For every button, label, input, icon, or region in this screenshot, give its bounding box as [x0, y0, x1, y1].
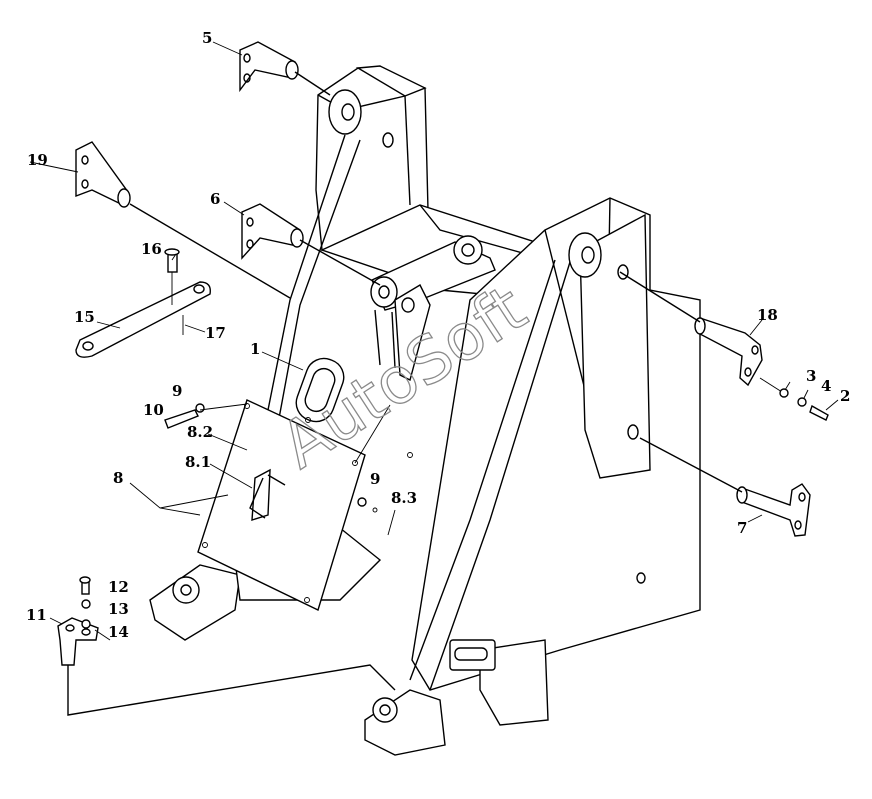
pin-19: [75, 141, 291, 299]
callout-8: 8: [113, 469, 123, 487]
pin-18: [619, 271, 829, 421]
callout-6: 6: [210, 190, 220, 208]
callout-18: 18: [757, 306, 778, 324]
callout-8-3: 8.3: [391, 489, 417, 507]
callout-17: 17: [205, 324, 226, 342]
callout-13: 13: [108, 600, 129, 618]
callout-10: 10: [143, 401, 164, 419]
callout-2: 2: [840, 387, 850, 405]
grommet: [295, 357, 345, 423]
right-base-foot: [364, 689, 446, 756]
pin-11: [57, 576, 396, 716]
left-tower: [261, 65, 429, 441]
callout-12: 12: [108, 578, 129, 596]
leader-lines: [29, 41, 839, 641]
callout-15: 15: [74, 308, 95, 326]
callout-8-1: 8.1: [185, 453, 211, 471]
callout-5: 5: [202, 29, 212, 47]
callout-9-right: 9: [370, 470, 380, 488]
callout-14: 14: [108, 623, 129, 641]
callout-7: 7: [737, 519, 747, 537]
callout-11: 11: [26, 606, 47, 624]
callout-9-left: 9: [172, 382, 182, 400]
callout-8-2: 8.2: [187, 423, 213, 441]
lock-bar: [75, 248, 211, 358]
callout-labels: 5 19 6 16 15 17 1 9 10 8.2 8.1 8 9 8.3 1…: [26, 29, 850, 641]
bolts-hardware: [164, 403, 413, 519]
right-tower: [409, 197, 701, 726]
pin-5: [239, 41, 331, 96]
pin-6: [241, 203, 381, 286]
cover-plate: [197, 399, 366, 611]
pin-7: [639, 437, 811, 537]
callout-1: 1: [250, 340, 260, 358]
callout-3: 3: [806, 367, 816, 385]
callout-16: 16: [141, 240, 162, 258]
callout-19: 19: [27, 151, 48, 169]
callout-4: 4: [821, 377, 831, 395]
